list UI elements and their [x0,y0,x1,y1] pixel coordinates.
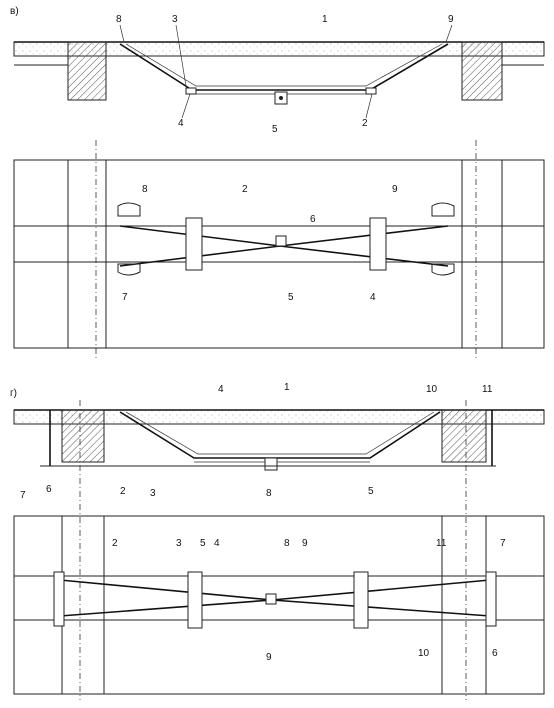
label-plan-g-6: 11 [436,538,447,549]
label-plan-g-10: 6 [492,648,498,659]
label-plan-g-2: 5 [200,538,206,549]
panel-v-plan: 8 2 6 9 7 5 4 [13,140,545,360]
beam-left [67,41,107,101]
label-plan-g-4: 8 [284,538,290,549]
label-section-v-4: 4 [178,118,184,129]
label-plan-g-5: 9 [302,538,308,549]
label-section-v-1: 3 [172,14,178,25]
panel-v-section: в) 8 3 1 9 4 5 2 [10,6,545,135]
label-plan-v-6: 4 [370,292,376,303]
label-plan-g-8: 9 [266,652,272,663]
label-section-g-1: 1 [284,382,290,393]
panel-g-section: г) 4 1 10 11 7 6 2 3 8 5 [10,382,545,501]
label-section-g-3: 11 [482,384,493,395]
label-plan-g-0: 2 [112,538,118,549]
label-plan-v-4: 7 [122,292,128,303]
label-section-g-0: 4 [218,384,224,395]
label-plan-v-2: 6 [310,214,316,225]
label-plan-g-3: 4 [214,538,220,549]
label-section-g-6: 2 [120,486,126,497]
label-section-v-0: 8 [116,14,122,25]
panel-g-tag: г) [10,388,17,399]
label-plan-v-5: 5 [288,292,294,303]
plan-bracing [117,202,455,276]
label-section-v-3: 9 [448,14,454,25]
label-section-g-9: 5 [368,486,374,497]
label-plan-v-1: 2 [242,184,248,195]
label-plan-v-0: 8 [142,184,148,195]
label-plan-v-3: 9 [392,184,398,195]
label-section-v-2: 1 [322,14,328,25]
beam-right [461,41,503,101]
strut [119,43,449,105]
label-section-g-2: 10 [426,384,438,395]
label-section-g-7: 3 [150,488,156,499]
panel-v-tag: в) [10,6,19,17]
panel-g-plan: 2 3 5 4 8 9 11 7 9 10 6 [13,400,545,700]
label-section-g-8: 8 [266,488,272,499]
label-plan-g-9: 10 [418,648,430,659]
label-section-v-6: 2 [362,118,368,129]
label-section-g-5: 6 [46,484,52,495]
label-section-v-5: 5 [272,124,278,135]
label-section-g-4: 7 [20,490,26,501]
label-plan-g-1: 3 [176,538,182,549]
plan-bracing-g [53,571,497,629]
label-plan-g-7: 7 [500,538,506,549]
